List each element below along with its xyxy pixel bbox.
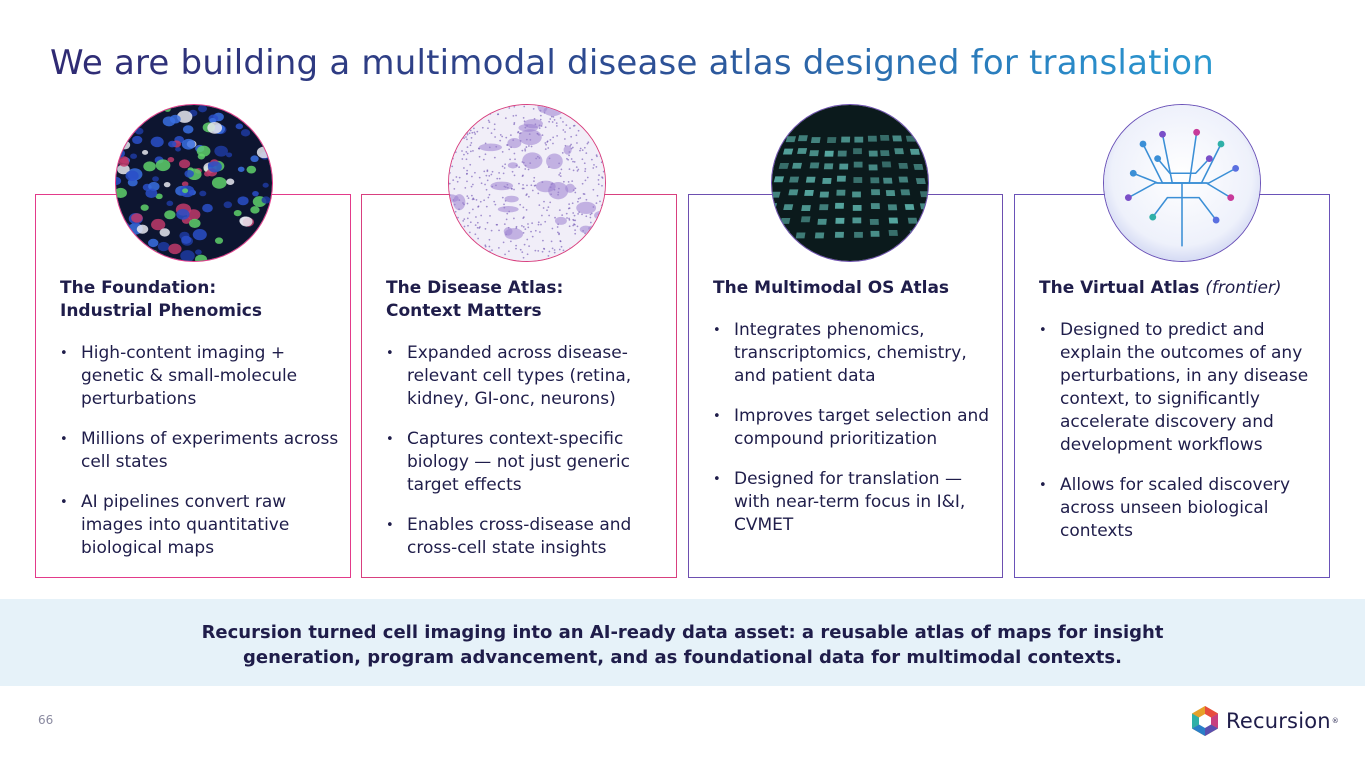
lab-automation-illustration	[772, 105, 928, 261]
summary-banner: Recursion turned cell imaging into an AI…	[0, 599, 1365, 686]
histology-illustration	[449, 105, 605, 261]
histology-image	[448, 104, 606, 262]
lab-automation-image	[771, 104, 929, 262]
bullet-item: AI pipelines convert raw images into qua…	[60, 491, 344, 560]
bullet-list: High-content imaging + genetic & small-m…	[60, 342, 344, 577]
bullet-item: High-content imaging + genetic & small-m…	[60, 342, 344, 411]
bullet-item: Improves target selection and compound p…	[713, 405, 996, 451]
card-title-line2: Context Matters	[386, 301, 542, 321]
banner-text: Recursion turned cell imaging into an AI…	[0, 620, 1365, 670]
bullet-item: Designed to predict and explain the outc…	[1039, 319, 1323, 457]
page-number: 66	[38, 713, 54, 727]
card-title-line2: Industrial Phenomics	[60, 301, 262, 321]
bullet-item: Allows for scaled discovery across unsee…	[1039, 474, 1323, 543]
cell-imaging-illustration	[116, 105, 272, 261]
virtual-circuit-tree-image	[1103, 104, 1261, 262]
banner-line2: generation, program advancement, and as …	[243, 647, 1122, 668]
card-title: The Foundation: Industrial Phenomics	[60, 277, 342, 323]
card-title-line1: The Foundation:	[60, 278, 217, 298]
card-title: The Virtual Atlas (frontier)	[1039, 277, 1321, 300]
card-title-note: (frontier)	[1205, 278, 1282, 298]
bullet-list: Integrates phenomics, transcriptomics, c…	[713, 319, 996, 554]
slide-title: We are building a multimodal disease atl…	[50, 38, 1340, 88]
recursion-hexagon-logo-icon	[1192, 706, 1218, 736]
card-title: The Multimodal OS Atlas	[713, 278, 950, 298]
card-title-line1: The Disease Atlas:	[386, 278, 564, 298]
bullet-item: Captures context-specific biology — not …	[386, 428, 670, 497]
bullet-list: Designed to predict and explain the outc…	[1039, 319, 1323, 560]
bullet-item: Integrates phenomics, transcriptomics, c…	[713, 319, 996, 388]
banner-line1: Recursion turned cell imaging into an AI…	[201, 622, 1164, 643]
registered-mark: ®	[1331, 717, 1339, 725]
circuit-tree-illustration	[1104, 105, 1260, 261]
bullet-item: Designed for translation — with near-ter…	[713, 468, 996, 537]
bullet-item: Millions of experiments across cell stat…	[60, 428, 344, 474]
cell-imaging-image	[115, 104, 273, 262]
brand-logo: Recursion®	[1190, 705, 1339, 737]
card-title-main: The Virtual Atlas	[1039, 278, 1200, 298]
brand-name: Recursion	[1226, 709, 1331, 733]
card-title: The Disease Atlas: Context Matters	[386, 277, 668, 323]
bullet-item: Expanded across disease-relevant cell ty…	[386, 342, 670, 411]
bullet-item: Enables cross-disease and cross-cell sta…	[386, 514, 670, 560]
bullet-list: Expanded across disease-relevant cell ty…	[386, 342, 670, 577]
